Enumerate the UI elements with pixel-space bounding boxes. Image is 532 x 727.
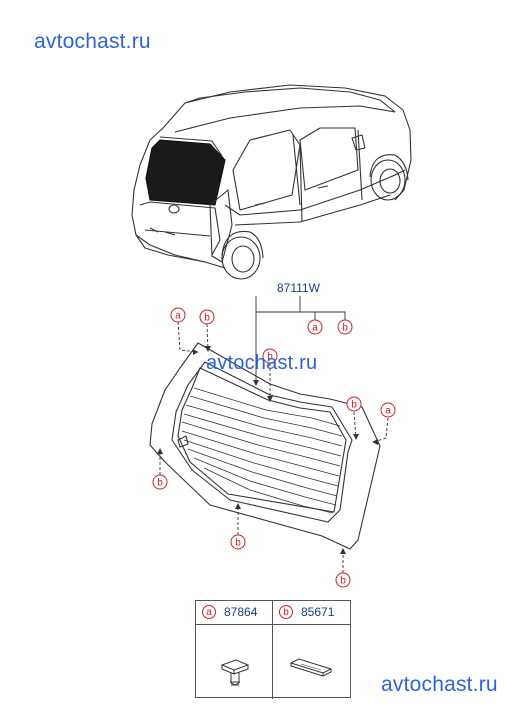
watermark-middle: avtochast.ru bbox=[206, 352, 318, 374]
svg-text:b: b bbox=[267, 352, 273, 363]
svg-text:a: a bbox=[175, 311, 181, 322]
callout-a-main: a bbox=[307, 319, 323, 335]
parts-legend-table: a 87864 b 85671 bbox=[195, 600, 351, 699]
svg-text:b: b bbox=[342, 323, 348, 334]
legend-header-b: b 85671 bbox=[273, 601, 350, 625]
car-illustration bbox=[131, 84, 412, 280]
callouts: a b a b b b a b bbox=[152, 307, 396, 588]
svg-text:a: a bbox=[312, 323, 318, 334]
legend-header-a: a 87864 bbox=[196, 601, 273, 625]
callout-b-left: b bbox=[152, 474, 168, 490]
svg-text:b: b bbox=[204, 313, 210, 324]
legend-letter-a: a bbox=[202, 605, 216, 619]
svg-text:a: a bbox=[385, 406, 391, 417]
rear-glass-illustration bbox=[149, 342, 381, 550]
svg-text:b: b bbox=[235, 538, 241, 549]
legend-part-number-a: 87864 bbox=[224, 605, 258, 619]
arrow-heads bbox=[157, 346, 378, 554]
legend-part-number-b: 85671 bbox=[301, 605, 335, 619]
callout-b-main: b bbox=[337, 319, 353, 335]
callout-a-top-left: a bbox=[170, 307, 186, 323]
svg-text:b: b bbox=[157, 478, 163, 489]
legend-image-a bbox=[196, 625, 273, 699]
main-part-number: 87111W bbox=[277, 281, 321, 295]
svg-text:b: b bbox=[351, 400, 357, 411]
svg-text:b: b bbox=[340, 576, 346, 587]
callout-b-center: b bbox=[262, 348, 278, 364]
pad-icon bbox=[289, 658, 333, 677]
watermark-bottom: avtochast.ru bbox=[381, 673, 498, 696]
watermark-top: avtochast.ru bbox=[34, 30, 151, 53]
callout-b-bottom: b bbox=[230, 534, 246, 550]
callout-b-bottom-right: b bbox=[335, 572, 351, 588]
legend-letter-b: b bbox=[279, 605, 293, 619]
leader-lines bbox=[159, 296, 389, 573]
callout-a-right: a bbox=[380, 402, 396, 418]
callout-b-right: b bbox=[346, 396, 362, 412]
clip-icon bbox=[220, 659, 250, 686]
callout-b-top-left: b bbox=[199, 309, 215, 325]
legend-image-b bbox=[273, 625, 350, 699]
